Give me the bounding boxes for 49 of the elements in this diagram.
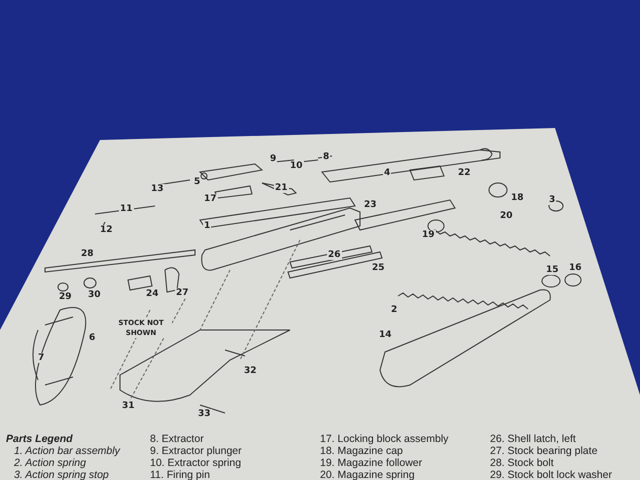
callout-number: 11 <box>119 204 134 214</box>
callout-number: 2 <box>390 305 398 315</box>
parts-list-entry: 3. Action spring stop <box>14 469 109 480</box>
callout-number: 4 <box>383 168 392 178</box>
callout-number: 27 <box>175 288 190 298</box>
callout-number: 7 <box>37 353 46 363</box>
callout-number: 28 <box>80 249 95 259</box>
callout-number: 5 <box>193 177 202 187</box>
callout-number: 32 <box>243 366 258 376</box>
callout-number: 18 <box>510 193 525 203</box>
parts-list-entry: 10. Extractor spring <box>150 457 242 469</box>
callout-number: 8 <box>322 152 330 162</box>
parts-list-entry: 28. Stock bolt <box>490 457 554 469</box>
parts-list-entry: 26. Shell latch, left <box>490 433 576 445</box>
callout-number: 12 <box>99 225 114 235</box>
callout-number: 33 <box>197 409 212 419</box>
callout-number: 23 <box>363 200 378 210</box>
parts-list-entry: 27. Stock bearing plate <box>490 445 598 457</box>
callout-number: 9 <box>269 154 278 164</box>
parts-list-entry: 9. Extractor plunger <box>150 445 242 457</box>
callout-number: 1 <box>203 221 212 231</box>
parts-list-entry: 1. Action bar assembly <box>14 445 120 457</box>
callout-number: 19 <box>421 230 436 240</box>
callout-number: 22 <box>457 168 472 178</box>
callout-number: 26 <box>327 250 342 260</box>
parts-list-entry: 20. Magazine spring <box>320 469 415 480</box>
callout-number: 29 <box>58 292 73 302</box>
callout-number: 15 <box>545 265 560 275</box>
callout-number: 3 <box>548 195 556 205</box>
callout-number: 31 <box>121 401 136 411</box>
callout-number: 13 <box>150 184 165 194</box>
parts-list-entry: 17. Locking block assembly <box>320 433 448 445</box>
parts-list-entry: 19. Magazine follower <box>320 457 422 469</box>
parts-list-entry: 18. Magazine cap <box>320 445 403 457</box>
callout-number: 24 <box>145 289 160 299</box>
parts-list-entry: 29. Stock bolt lock washer <box>490 469 612 480</box>
callout-number: 14 <box>378 330 393 340</box>
callout-number: 16 <box>568 263 583 273</box>
callout-number: 20 <box>499 211 514 221</box>
parts-list-entry: 8. Extractor <box>150 433 204 445</box>
legend-heading: Parts Legend <box>6 433 73 445</box>
callout-number: 6 <box>88 333 96 343</box>
callout-number: 17 <box>203 194 218 204</box>
callout-number: 25 <box>371 263 386 273</box>
parts-list-entry: 2. Action spring <box>14 457 86 469</box>
callout-number: 30 <box>87 290 102 300</box>
callout-number: 10 <box>289 161 304 171</box>
parts-list-entry: 11. Firing pin <box>150 469 210 480</box>
callout-number: 21 <box>274 183 289 193</box>
